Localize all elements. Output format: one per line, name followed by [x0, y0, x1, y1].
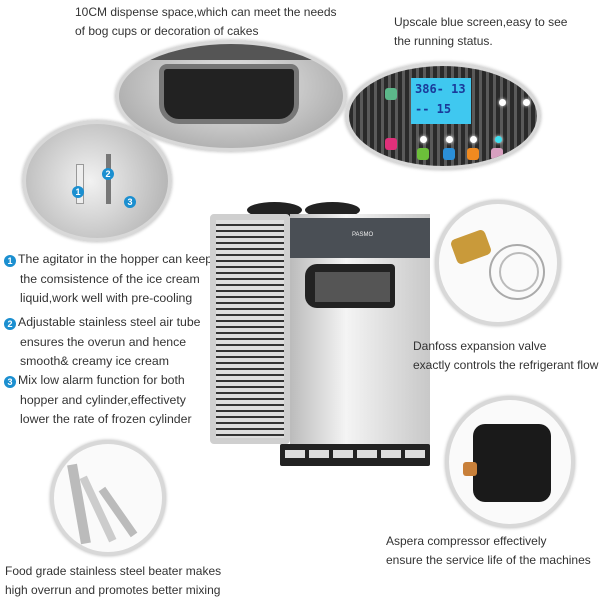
feature-line: Mix low alarm function for both — [18, 373, 185, 387]
hopper-label-2: 2 — [102, 168, 114, 180]
feature-line: hopper and cylinder,effectivety — [20, 392, 186, 407]
machine-logo: PASMO — [352, 232, 374, 238]
caption-line: Food grade stainless steel beater makes — [5, 564, 222, 578]
caption-line: Aspera compressor effectively — [386, 534, 547, 548]
cup-button-icon — [385, 138, 397, 150]
caption-line: ensure the service life of the machines — [386, 553, 591, 567]
caption-line: 10CM dispense space,which can meet the n… — [75, 5, 337, 19]
feature-line: Adjustable stainless steel air tube — [18, 315, 201, 329]
feature-line: the comsistence of the ice cream — [20, 271, 200, 286]
lcd-screen: 386- 13 -- 15 — [411, 78, 471, 124]
caption-line: Danfoss expansion valve — [413, 339, 547, 353]
feature-line: ensures the overun and hence — [20, 334, 187, 349]
caption-line: high overrun and promotes better mixing — [5, 583, 221, 597]
number-badge-icon: 1 — [4, 255, 16, 267]
dispense-button-icon — [385, 88, 397, 100]
blue-button-icon — [443, 148, 455, 160]
control-panel-closeup-image: 386- 13 -- 15 — [345, 62, 541, 170]
caption-line: Upscale blue screen,easy to see — [394, 15, 568, 29]
feature-line: The agitator in the hopper can keep — [18, 252, 213, 266]
led-icon — [420, 136, 427, 143]
led-icon — [523, 99, 530, 106]
led-icon — [495, 136, 502, 143]
compressor-caption: Aspera compressor effectively ensure the… — [386, 532, 591, 570]
valve-caption: Danfoss expansion valve exactly controls… — [413, 337, 598, 375]
number-badge-icon: 3 — [4, 376, 16, 388]
dispense-caption: 10CM dispense space,which can meet the n… — [75, 3, 337, 41]
hopper-label-3: 3 — [124, 196, 136, 208]
caption-line: of bog cups or decoration of cakes — [75, 24, 259, 38]
feature-line: smooth& creamy ice cream — [20, 354, 169, 368]
feature-line: liquid,work well with pre-cooling — [20, 291, 193, 305]
caption-line: the running status. — [394, 34, 493, 48]
hopper-label-1: 1 — [72, 186, 84, 198]
beater-caption: Food grade stainless steel beater makes … — [5, 562, 221, 600]
screen-caption: Upscale blue screen,easy to see the runn… — [394, 13, 567, 51]
dispense-closeup-image — [115, 40, 347, 152]
compressor-image — [445, 396, 575, 528]
number-badge-icon: 2 — [4, 318, 16, 330]
hopper-closeup-image: 1 2 3 — [22, 120, 172, 242]
led-icon — [470, 136, 477, 143]
caption-line: exactly controls the refrigerant flow — [413, 358, 599, 372]
orange-button-icon — [467, 148, 479, 160]
lcd-bottom: -- 15 — [415, 102, 452, 116]
ice-cream-machine-image: PASMO — [205, 200, 445, 475]
expansion-valve-image — [435, 200, 561, 326]
refresh-button-icon — [417, 148, 429, 160]
pink-button-icon — [491, 148, 503, 160]
beater-image — [50, 440, 166, 556]
lcd-top: 386- 13 — [415, 82, 466, 96]
feature-line: lower the rate of frozen cylinder — [20, 412, 192, 426]
led-icon — [499, 99, 506, 106]
led-icon — [446, 136, 453, 143]
